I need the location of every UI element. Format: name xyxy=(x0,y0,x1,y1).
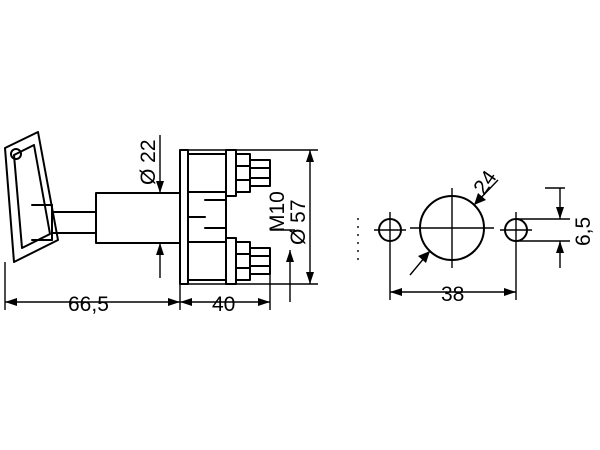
switch-body xyxy=(179,149,227,285)
hole-diameter-label: 24 xyxy=(469,166,501,199)
dim-hole-spacing: 38 xyxy=(390,283,516,306)
hole-pattern-view: 24 38 6,5 xyxy=(374,166,595,306)
dim-hole-diameter: 24 xyxy=(409,166,502,276)
dim-total-length: 66,5 xyxy=(4,262,180,316)
key-hole-icon xyxy=(10,148,22,160)
side-view: Ø 22 Ø 57 M10 66,5 xyxy=(4,131,318,316)
body-length-label: 40 xyxy=(212,293,235,316)
hole-spacing-label: 38 xyxy=(441,283,464,306)
slot-width-label: 6,5 xyxy=(572,217,595,246)
total-length-label: 66,5 xyxy=(68,293,109,316)
left-mounting-hole xyxy=(374,212,406,300)
thread-label: M10 xyxy=(266,191,289,232)
upper-terminal xyxy=(225,149,271,197)
dim-slot-width: 6,5 xyxy=(516,187,595,268)
center-hole xyxy=(410,188,494,268)
dim-shaft-diameter: Ø 22 xyxy=(137,135,178,278)
right-mounting-hole xyxy=(500,212,532,300)
dim-thread: M10 xyxy=(266,191,295,302)
dim-body-diameter: Ø 57 xyxy=(188,149,318,285)
lower-terminal xyxy=(225,237,271,285)
dim-body-length: 40 xyxy=(179,274,271,316)
body-diameter-label: Ø 57 xyxy=(287,199,310,245)
shaft-diameter-label: Ø 22 xyxy=(137,139,160,185)
key-grip xyxy=(4,131,59,263)
